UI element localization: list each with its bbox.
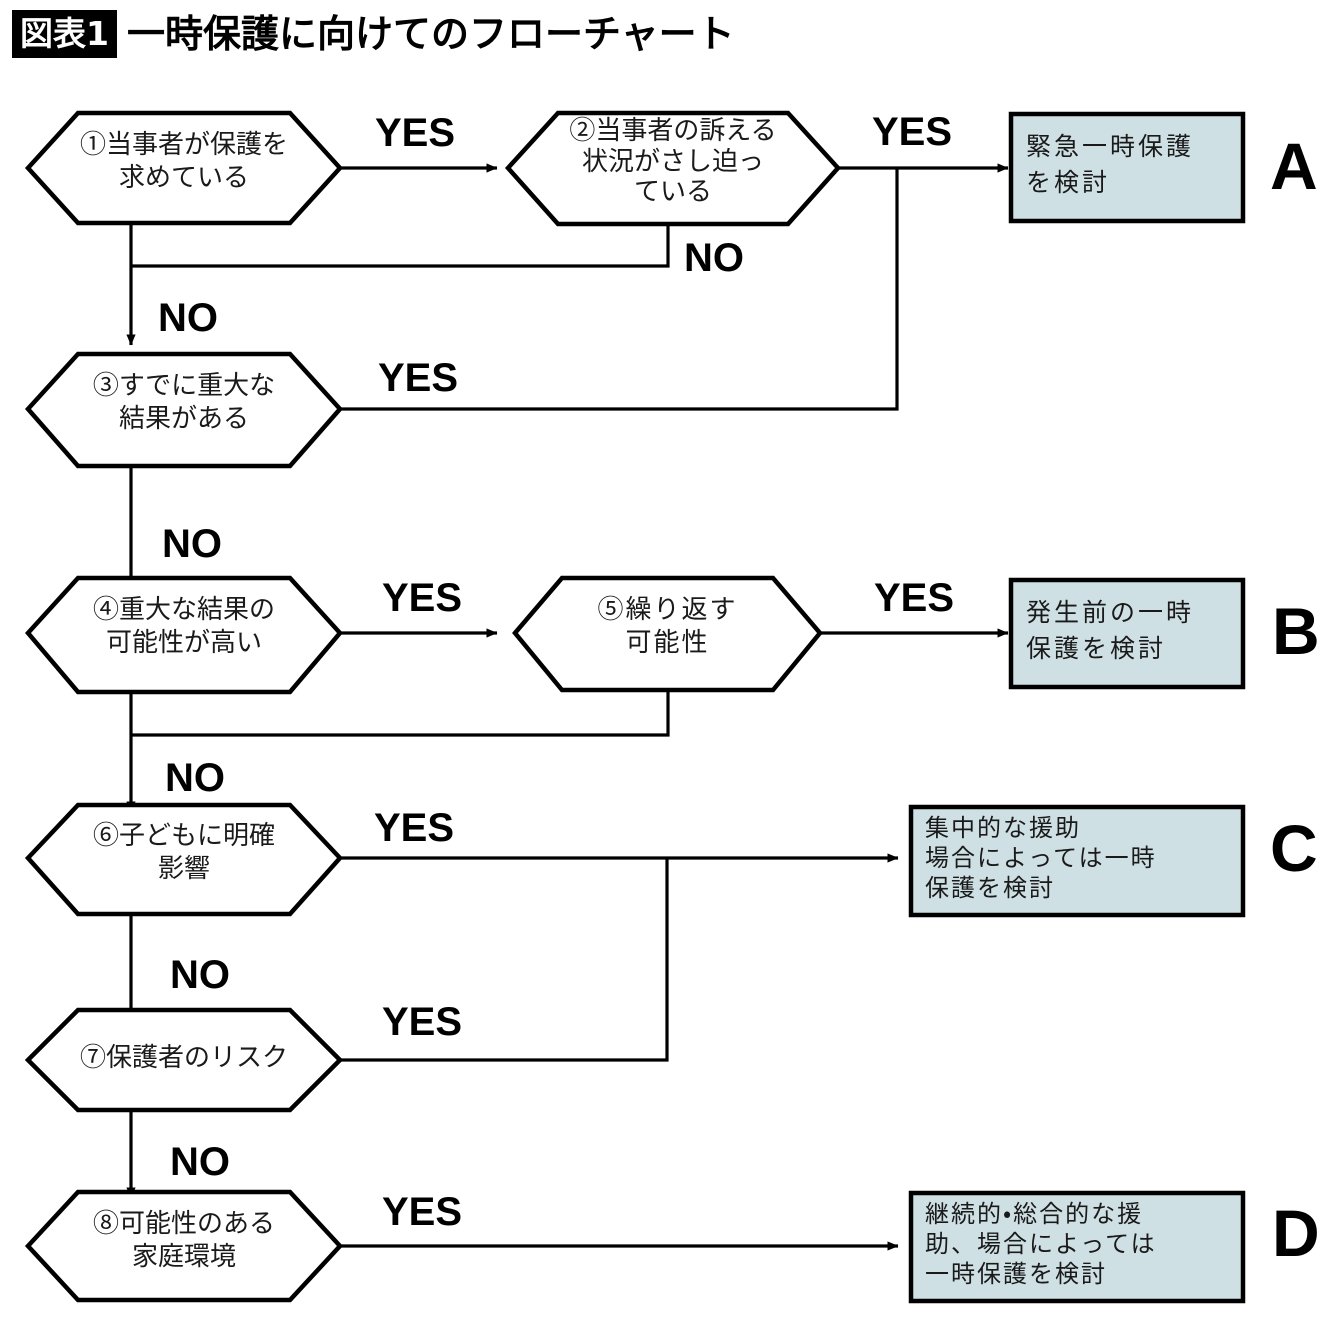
outcome-box-D[interactable] [908,1190,1246,1304]
decision-node-8[interactable] [24,1189,344,1303]
decision-node-1[interactable] [24,110,344,226]
decision-node-7[interactable] [24,1007,344,1113]
edge-2-no-to-trunk [131,224,670,268]
edge-5-no-to-trunk [131,690,670,737]
edge-3-yes-to-A [340,168,899,411]
decision-shapes [24,110,842,1303]
decision-node-5[interactable] [512,575,823,693]
edge-7-yes-to-C [340,858,669,1062]
outcome-box-A[interactable] [1008,111,1246,224]
outcome-box-B[interactable] [1008,577,1246,690]
page-title: 図表1 一時保護に向けてのフローチャート [12,8,735,60]
connector-group [126,163,1009,1251]
decision-node-4[interactable] [25,575,343,695]
decision-node-2[interactable] [504,110,842,227]
decision-node-6[interactable] [24,802,344,917]
outcome-shapes [908,111,1246,1304]
figure-title-text: 一時保護に向けてのフローチャート [126,12,735,56]
decision-node-3[interactable] [24,351,344,469]
outcome-box-C[interactable] [908,804,1246,918]
figure-badge: 図表1 [12,10,117,58]
